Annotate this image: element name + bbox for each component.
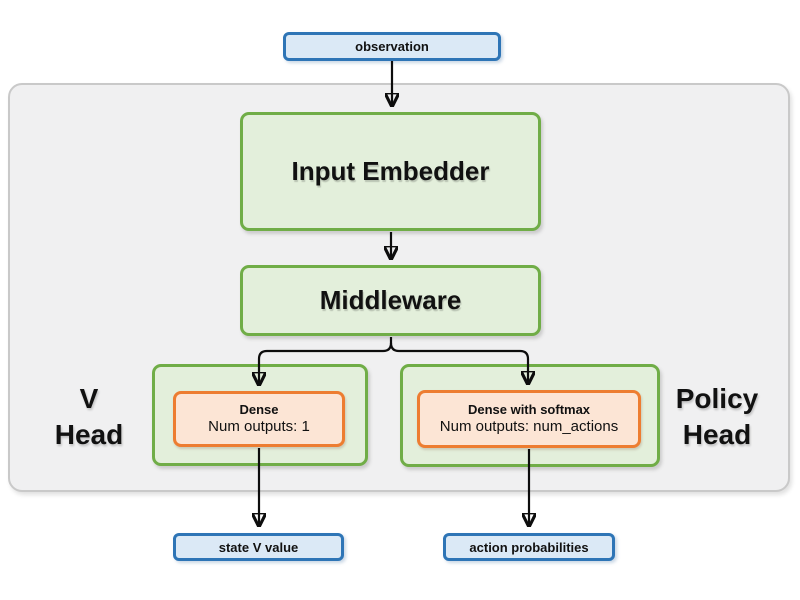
observation-label: observation [355, 39, 429, 54]
v-dense-title: Dense [239, 401, 279, 417]
observation-node: observation [283, 32, 501, 61]
v-head-label-line1: V [79, 383, 99, 414]
state-v-value-node: state V value [173, 533, 344, 561]
v-dense-subtitle: Num outputs: 1 [208, 418, 310, 436]
state-v-value-label: state V value [218, 539, 299, 555]
action-probabilities-node: action probabilities [443, 533, 615, 561]
policy-head-label: Policy Head [660, 381, 774, 454]
input-embedder-node: Input Embedder [240, 112, 541, 231]
policy-dense-subtitle: Num outputs: num_actions [439, 418, 619, 436]
middleware-node: Middleware [240, 265, 541, 336]
action-probabilities-label: action probabilities [469, 539, 589, 555]
v-head-label-line2: Head [54, 419, 124, 451]
middleware-label: Middleware [319, 285, 462, 315]
policy-head-label-line2: Head [682, 419, 752, 451]
policy-dense-title: Dense with softmax [467, 401, 591, 417]
v-dense-node: Dense Num outputs: 1 [173, 391, 345, 447]
policy-dense-node: Dense with softmax Num outputs: num_acti… [417, 390, 641, 448]
v-head-label: V Head [34, 381, 144, 454]
input-embedder-label: Input Embedder [291, 156, 490, 186]
policy-head-label-line1: Policy [675, 383, 759, 414]
